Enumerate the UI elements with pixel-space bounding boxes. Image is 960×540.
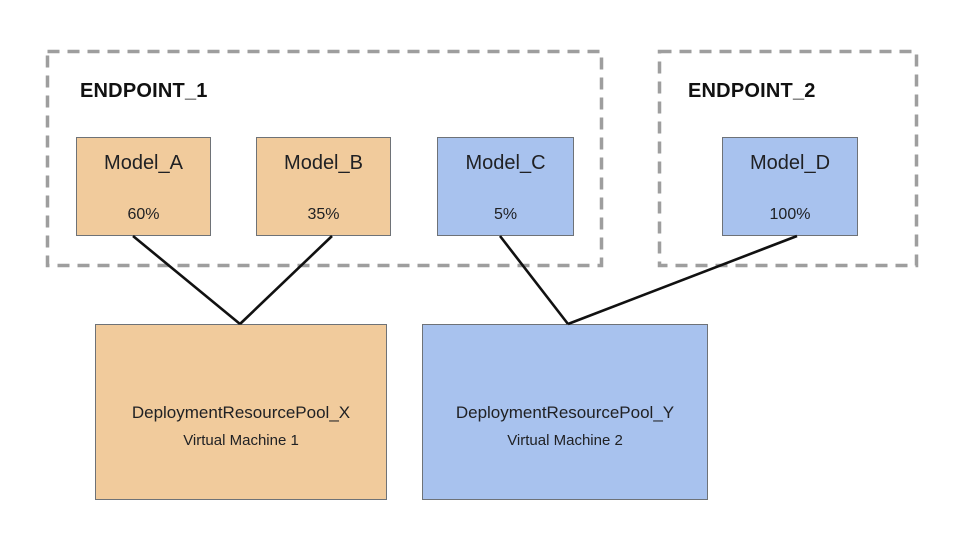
- deployment-resource-pool-x-box: DeploymentResourcePool_X Virtual Machine…: [95, 324, 387, 500]
- edge-model-a-to-pool-x: [132, 234, 241, 326]
- pool-x-machine: Virtual Machine 1: [183, 431, 299, 449]
- edge-model-c-to-pool-y: [498, 235, 570, 325]
- deployment-resource-pool-y-box: DeploymentResourcePool_Y Virtual Machine…: [422, 324, 708, 500]
- edge-model-d-to-pool-y: [567, 234, 798, 326]
- edge-model-b-to-pool-x: [239, 235, 333, 325]
- model-c-name: Model_C: [465, 152, 546, 174]
- model-a-traffic-split: 60%: [127, 206, 160, 223]
- pool-y-name: DeploymentResourcePool_Y: [455, 402, 675, 422]
- model-a-name: Model_A: [104, 152, 183, 174]
- model-d-name: Model_D: [749, 152, 831, 174]
- pool-x-name: DeploymentResourcePool_X: [131, 402, 351, 422]
- endpoint-1-label: ENDPOINT_1: [80, 80, 208, 102]
- model-c-box: Model_C 5%: [437, 137, 574, 236]
- model-b-name: Model_B: [284, 152, 363, 174]
- model-a-box: Model_A 60%: [76, 137, 211, 236]
- model-b-box: Model_B 35%: [256, 137, 391, 236]
- model-d-traffic-split: 100%: [769, 206, 811, 223]
- pool-y-machine: Virtual Machine 2: [507, 431, 623, 449]
- model-d-box: Model_D 100%: [722, 137, 858, 236]
- model-b-traffic-split: 35%: [307, 206, 340, 223]
- endpoint-2-label: ENDPOINT_2: [688, 80, 816, 102]
- model-c-traffic-split: 5%: [493, 206, 518, 223]
